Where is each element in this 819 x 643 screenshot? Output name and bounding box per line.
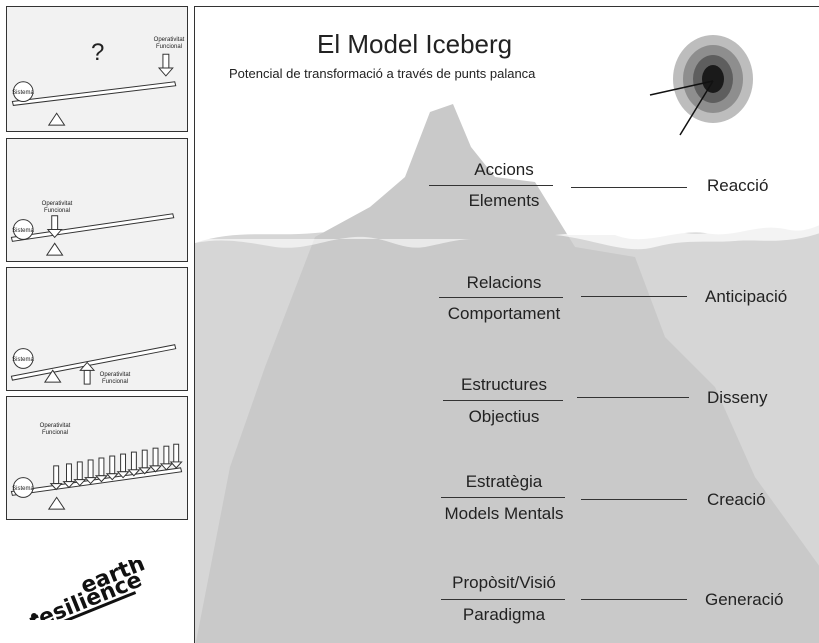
diagram-title: El Model Iceberg: [317, 29, 513, 59]
seesaw-panel-4: Operativitat Funcional Sistema: [6, 396, 188, 520]
iceberg-diagram: El Model Iceberg Potencial de transforma…: [194, 6, 819, 643]
seesaw-panel-3: Operativitat Funcional Sistema: [6, 267, 188, 391]
level-5-top: Propòsit/Visió: [452, 573, 556, 592]
panel-1-label: Operativitat Funcional: [153, 37, 185, 50]
diagram-subtitle: Potencial de transformació a través de p…: [229, 66, 536, 81]
seesaw-drawing-2: [10, 213, 175, 256]
panel-1-system: Sistema: [12, 90, 34, 96]
level-3-top: Estructures: [461, 375, 547, 394]
level-1-bottom: Elements: [468, 191, 540, 210]
seesaw-panel-1: ? Operativitat Funcional Sistema: [6, 6, 188, 132]
bullseye-icon: [649, 35, 753, 136]
panel-3-system: Sistema: [12, 357, 34, 363]
level-4-bottom: Models Mentals: [444, 504, 564, 523]
level-3-divider: [443, 400, 563, 401]
level-2-bottom: Comportament: [447, 304, 561, 323]
level-5-bottom: Paradigma: [462, 605, 546, 624]
left-strip: ? Operativitat Funcional Sistema Operati…: [0, 0, 194, 643]
level-3-connector: [577, 397, 689, 398]
level-3-right: Disseny: [707, 388, 768, 407]
resilience-earth-logo: resilience earth: [25, 560, 149, 620]
question-mark: ?: [91, 39, 105, 66]
level-4-connector: [581, 499, 687, 500]
level-2-connector: [581, 296, 687, 297]
level-5-right: Generació: [705, 590, 784, 609]
seesaw-panel-2: Operativitat Funcional Sistema: [6, 138, 188, 262]
seesaw-drawing-3: [10, 344, 177, 385]
seesaw-drawing-1: [11, 53, 177, 126]
panel-4-system: Sistema: [12, 486, 34, 492]
panel-2-system: Sistema: [12, 228, 34, 234]
level-4-top: Estratègia: [465, 472, 543, 491]
level-4-divider: [441, 497, 565, 498]
level-1-divider: [429, 185, 553, 186]
level-2-right: Anticipació: [705, 287, 788, 306]
panel-3-label: Operativitat Funcional: [99, 372, 131, 385]
level-1-top: Accions: [474, 160, 534, 179]
level-4-right: Creació: [707, 490, 766, 509]
seesaw-drawing-4: [10, 443, 183, 510]
panel-4-label: Operativitat Funcional: [39, 423, 71, 436]
level-1-right: Reacció: [707, 176, 769, 195]
level-5-connector: [581, 599, 687, 600]
level-2-divider: [439, 297, 563, 298]
panel-2-label: Operativitat Funcional: [41, 201, 73, 214]
level-1-connector: [571, 187, 687, 188]
level-2-top: Relacions: [466, 273, 542, 292]
level-5-divider: [441, 599, 565, 600]
level-3-bottom: Objectius: [468, 407, 540, 426]
iceberg-illustration: [195, 35, 819, 643]
